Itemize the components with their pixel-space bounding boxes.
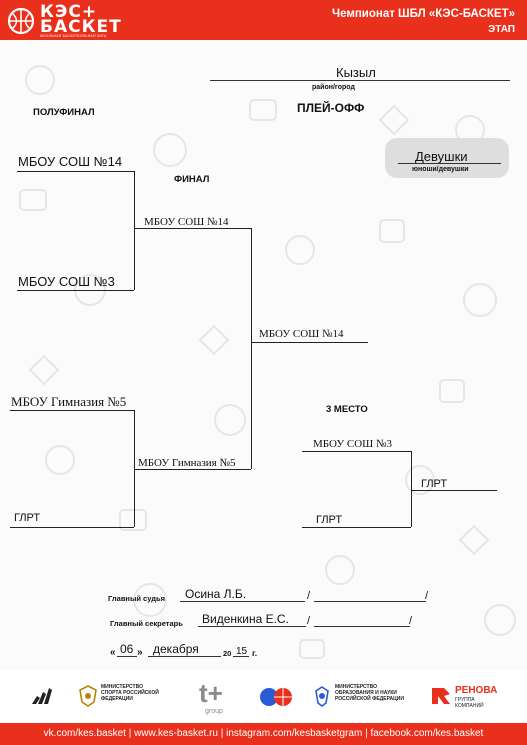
logo-text: КЭС+ БАСКЕТ [40, 2, 122, 37]
renova-logo-sub: ГРУППА КОМПАНИЙ [455, 697, 484, 709]
judge-label: Главный судья [108, 594, 165, 603]
sf2-team1-line [10, 410, 134, 411]
sf1-connector [134, 171, 135, 290]
final-label: ФИНАЛ [174, 174, 210, 185]
date-day: 06 [120, 642, 134, 656]
city-value: Кызыл [336, 65, 376, 80]
third-team2: ГЛРТ [316, 514, 343, 526]
background-pattern [19, 65, 516, 659]
secretary-name: Виденкина Е.С. [202, 612, 289, 626]
sf2-team1: МБОУ Гимназия №5 [11, 394, 127, 409]
final-connector [251, 228, 252, 469]
championship-title: Чемпионат ШБЛ «КЭС-БАСКЕТ» [332, 8, 515, 20]
final-team1: МБОУ СОШ №14 [144, 216, 229, 228]
third-winner-line [411, 490, 497, 491]
adidas-logo-icon [32, 688, 52, 704]
category-value: Девушки [415, 149, 468, 164]
judge-slash-1: / [307, 590, 311, 602]
champion: МБОУ СОШ №14 [259, 328, 344, 340]
final-team1-line [134, 228, 251, 229]
ministry-sport-logo: МИНИСТЕРСТВО СПОРТА РОССИЙСКОЙ ФЕДЕРАЦИИ [101, 684, 159, 702]
secretary-slash-2: / [409, 615, 413, 627]
judge-slash-2: / [425, 590, 429, 602]
city-caption: район/город [312, 84, 355, 91]
sponsor-logos: МИНИСТЕРСТВО СПОРТА РОССИЙСКОЙ ФЕДЕРАЦИИ… [0, 670, 527, 725]
secretary-slash-1: / [307, 615, 311, 627]
ministry-education-logo: МИНИСТЕРСТВО ОБРАЗОВАНИЯ И НАУКИ РОССИЙС… [335, 684, 404, 702]
final-team2-line [134, 469, 251, 470]
date-day-line [117, 656, 137, 657]
coat-of-arms-icon [79, 685, 97, 707]
sf2-team2-line [10, 527, 134, 528]
date-month: декабря [153, 642, 199, 656]
date-year-prefix: 20 [223, 649, 232, 658]
playoff-title: ПЛЕЙ-ОФФ [297, 101, 365, 115]
category-box [385, 138, 509, 178]
date-year-line [233, 656, 249, 657]
date-close-quote: » [137, 647, 143, 658]
secretary-sign-line [314, 626, 410, 627]
final-team2: МБОУ Гимназия №5 [138, 457, 236, 469]
date-month-line [148, 656, 221, 657]
judge-name-line [180, 601, 305, 602]
social-links-bar[interactable]: vk.com/kes.basket | www.kes-basket.ru | … [0, 723, 527, 745]
sf2-connector [134, 410, 135, 527]
judge-sign-line [314, 601, 426, 602]
sf1-team2-line [17, 290, 134, 291]
champion-line [251, 342, 368, 343]
header-bar: КЭС+ БАСКЕТ ШКОЛЬНАЯ БАСКЕТБОЛЬНАЯ ЛИГА … [0, 0, 527, 40]
third-place-label: 3 МЕСТО [326, 404, 368, 415]
tplus-logo-sub: group [205, 708, 223, 715]
third-team1: МБОУ СОШ №3 [313, 438, 393, 450]
kes-basket-logo: КЭС+ БАСКЕТ ШКОЛЬНАЯ БАСКЕТБОЛЬНАЯ ЛИГА [6, 2, 122, 38]
judge-name: Осина Л.Б. [185, 587, 247, 601]
category-underline [398, 163, 501, 164]
date-year-suffix: 15 [236, 646, 248, 657]
city-underline [210, 80, 510, 81]
basketball-icon [7, 7, 35, 35]
third-team2-line [302, 527, 411, 528]
sf1-team1-line [17, 171, 134, 172]
date-year-unit: г. [252, 648, 258, 658]
sf1-team1: МБОУ СОШ №14 [18, 154, 123, 169]
basketball-federation-icon [260, 688, 292, 706]
category-caption: юноши/девушки [412, 166, 469, 173]
renova-mark-icon [432, 688, 450, 704]
secretary-label: Главный секретарь [110, 619, 183, 628]
sf2-team2: ГЛРТ [14, 512, 41, 524]
logo-tagline: ШКОЛЬНАЯ БАСКЕТБОЛЬНАЯ ЛИГА [40, 34, 107, 38]
third-connector [411, 451, 412, 527]
sf1-team2: МБОУ СОШ №3 [18, 274, 115, 289]
stage-label: ЭТАП [488, 24, 515, 35]
renova-logo: РЕНОВА [455, 685, 498, 696]
third-team1-line [302, 451, 411, 452]
third-winner: ГЛРТ [421, 478, 448, 490]
eagle-emblem-icon [315, 686, 329, 707]
semifinal-label: ПОЛУФИНАЛ [33, 107, 95, 118]
tplus-logo: t+ [199, 678, 223, 708]
date-open-quote: « [110, 647, 116, 658]
secretary-name-line [198, 626, 306, 627]
